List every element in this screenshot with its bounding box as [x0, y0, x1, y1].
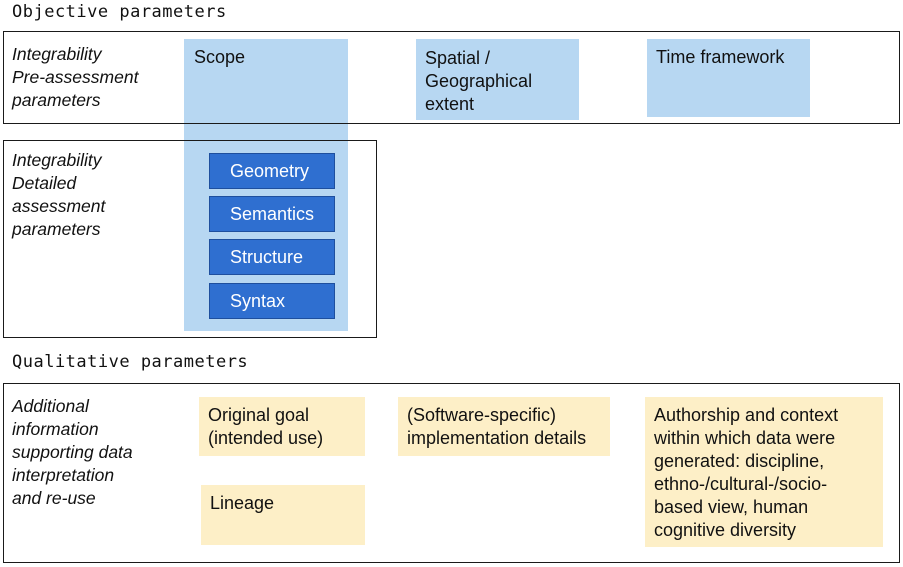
geometry-box: Geometry — [209, 153, 335, 189]
original-goal-box: Original goal (intended use) — [199, 397, 365, 456]
qualitative-label-line: interpretation — [12, 465, 115, 485]
authorship-line: ethno-/cultural-/socio- — [654, 474, 828, 494]
software-specific-line: (Software-specific) — [407, 405, 557, 425]
software-specific-box: (Software-specific) implementation detai… — [398, 397, 610, 456]
spatial-extent-line: Spatial / — [425, 48, 491, 68]
qualitative-label-line: and re-use — [12, 488, 96, 508]
authorship-line: generated: discipline, — [654, 451, 825, 471]
time-framework-label: Time framework — [656, 47, 785, 67]
software-specific-line: implementation details — [407, 428, 587, 448]
detailed-label-line: Integrability — [12, 150, 102, 170]
pre-assessment-label: Integrability Pre-assessment parameters — [12, 43, 138, 112]
qualitative-label: Additional information supporting data i… — [12, 395, 133, 510]
pre-assessment-label-line: Integrability — [12, 44, 102, 64]
semantics-box: Semantics — [209, 196, 335, 232]
qualitative-label-line: supporting data — [12, 442, 133, 462]
authorship-line: Authorship and context — [654, 405, 839, 425]
structure-box: Structure — [209, 239, 335, 275]
qualitative-label-line: Additional — [12, 396, 89, 416]
objective-parameters-heading: Objective parameters — [12, 2, 227, 22]
qualitative-parameters-heading: Qualitative parameters — [12, 352, 249, 372]
authorship-line: within which data were — [654, 428, 836, 448]
time-framework-box: Time framework — [647, 39, 810, 117]
spatial-extent-box: Spatial / Geographical extent — [416, 39, 579, 120]
original-goal-line: Original goal — [208, 405, 310, 425]
authorship-line: based view, human — [654, 497, 809, 517]
detailed-assessment-label: Integrability Detailed assessment parame… — [12, 149, 105, 241]
lineage-label: Lineage — [210, 493, 275, 513]
authorship-box: Authorship and context within which data… — [645, 397, 883, 547]
scope-label: Scope — [194, 47, 246, 67]
qualitative-label-line: information — [12, 419, 99, 439]
qualitative-frame — [3, 383, 900, 563]
original-goal-line: (intended use) — [208, 428, 324, 448]
pre-assessment-label-line: Pre-assessment — [12, 67, 139, 87]
lineage-box: Lineage — [201, 485, 365, 545]
authorship-line: cognitive diversity — [654, 520, 797, 540]
pre-assessment-label-line: parameters — [12, 90, 101, 110]
spatial-extent-line: extent — [425, 94, 475, 114]
detailed-label-line: parameters — [12, 219, 101, 239]
pre-assessment-frame — [3, 31, 900, 124]
syntax-box: Syntax — [209, 283, 335, 319]
detailed-label-line: assessment — [12, 196, 106, 216]
detailed-assessment-frame — [3, 140, 377, 338]
detailed-label-line: Detailed — [12, 173, 77, 193]
spatial-extent-line: Geographical — [425, 71, 533, 91]
